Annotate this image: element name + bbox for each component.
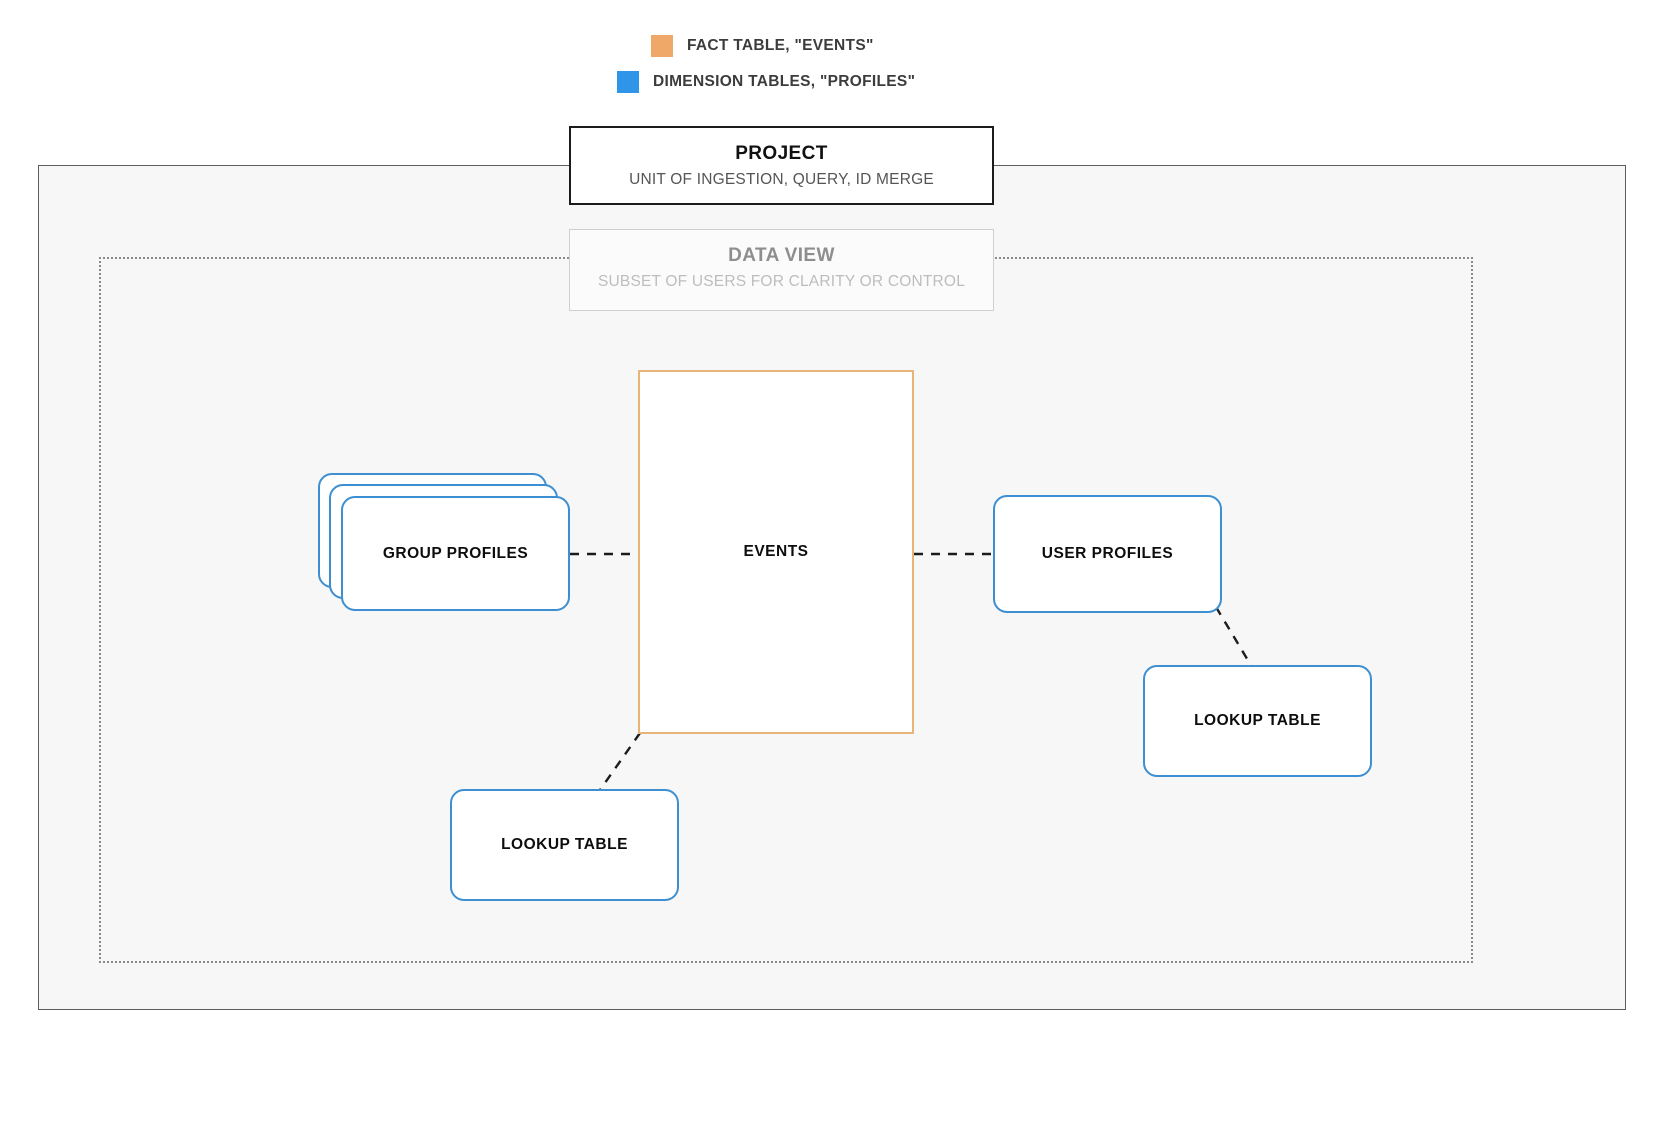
project-title: PROJECT (735, 143, 828, 164)
node-lookup-table-left-label: LOOKUP TABLE (501, 836, 628, 853)
node-user-profiles[interactable]: USER PROFILES (993, 495, 1222, 613)
legend-label-fact-table: FACT TABLE, "EVENTS" (687, 37, 874, 54)
legend-label-dimension-tables: DIMENSION TABLES, "PROFILES" (653, 73, 916, 90)
project-card: PROJECT UNIT OF INGESTION, QUERY, ID MER… (569, 126, 994, 205)
data-view-title: DATA VIEW (728, 245, 835, 266)
node-lookup-table-right-label: LOOKUP TABLE (1194, 712, 1321, 729)
node-group-profiles[interactable]: GROUP PROFILES (318, 473, 570, 611)
node-lookup-table-right[interactable]: LOOKUP TABLE (1143, 665, 1372, 777)
project-subtitle: UNIT OF INGESTION, QUERY, ID MERGE (629, 171, 934, 188)
data-view-card: DATA VIEW SUBSET OF USERS FOR CLARITY OR… (569, 229, 994, 311)
data-view-subtitle: SUBSET OF USERS FOR CLARITY OR CONTROL (597, 273, 966, 290)
legend-item-fact-table: FACT TABLE, "EVENTS" (651, 35, 874, 57)
blue-square-swatch (617, 71, 639, 93)
node-events[interactable]: EVENTS (638, 370, 914, 734)
node-group-profiles-label: GROUP PROFILES (382, 544, 529, 562)
node-user-profiles-label: USER PROFILES (1041, 545, 1174, 562)
orange-square-swatch (651, 35, 673, 57)
legend-item-dimension-tables: DIMENSION TABLES, "PROFILES" (617, 71, 915, 93)
node-events-label: EVENTS (743, 543, 809, 560)
node-lookup-table-left[interactable]: LOOKUP TABLE (450, 789, 679, 901)
group-profiles-stack-layer-front[interactable]: GROUP PROFILES (341, 496, 570, 611)
